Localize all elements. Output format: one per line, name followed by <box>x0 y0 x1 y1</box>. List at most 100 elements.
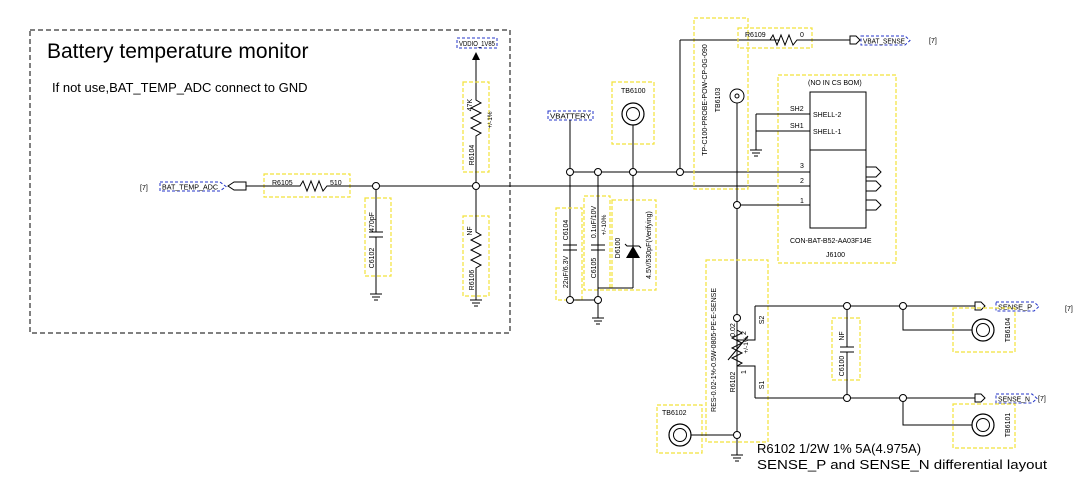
r6104-ref: R6104 <box>469 145 476 166</box>
vbat-sense-port-icon <box>849 35 861 45</box>
r6102-pin-s1: S1 <box>759 381 766 390</box>
sense-n-net-text: SENSE_N <box>998 397 1030 404</box>
r6106-ref: R6106 <box>469 270 476 291</box>
c6100-box <box>831 317 861 381</box>
r6106-value: NF <box>467 226 474 235</box>
junction-dot <box>566 168 574 176</box>
junction-dot <box>899 302 907 310</box>
junction-dot <box>899 394 907 402</box>
j6100-pin-sh2: SH2 <box>790 106 804 113</box>
ground-icon <box>591 317 605 325</box>
junction-dot <box>843 302 851 310</box>
j6100-box <box>777 74 897 264</box>
tb6100-ref: TB6100 <box>621 88 646 95</box>
r6102-box <box>705 259 769 443</box>
j6100-pin1-contact-icon <box>866 199 882 211</box>
tb6102-pad-icon <box>668 423 692 447</box>
j6100-pin2: 2 <box>800 178 804 185</box>
j6100-note: (NO IN CS BOM) <box>808 80 862 87</box>
r6102-tol: +/-1% <box>743 336 750 353</box>
r6102-pin-s2: S2 <box>759 316 766 325</box>
c6100-value: NF <box>839 331 846 340</box>
vbat-sense-net-text: VBAT_SENSE <box>863 39 905 46</box>
r6109-box <box>737 27 813 49</box>
tb6103-ref: TB6103 <box>715 88 722 113</box>
tb6104-pad-icon <box>971 318 995 342</box>
sense-n-net-label <box>995 393 1038 404</box>
r6106-resistor <box>469 185 483 300</box>
tb6103-box <box>693 17 749 190</box>
junction-dot <box>472 182 480 190</box>
sense-p-net-label <box>995 301 1040 312</box>
vbat-sense-net-label <box>860 35 911 46</box>
bat-temp-adc-net-text: BAT_TEMP_ADC <box>162 185 218 192</box>
r6104-value: 47K <box>467 98 474 111</box>
c6105-tol: +/-10% <box>601 214 608 235</box>
c6104-value: 22uF/6.3V <box>563 256 570 289</box>
j6100-pin3: 3 <box>800 163 804 170</box>
bat-temp-sheet-ref: [7] <box>140 185 148 192</box>
j6100-pin1: 1 <box>800 198 804 205</box>
r6105-ref: R6105 <box>272 180 293 187</box>
d6100-ref: D6100 <box>615 238 622 259</box>
tb6101-ref: TB6101 <box>1005 413 1012 438</box>
ground-icon <box>469 299 483 307</box>
vbattery-net-label <box>547 110 594 121</box>
r6102-resistor <box>730 329 744 367</box>
junction-dot <box>372 182 380 190</box>
temperature-monitor-block <box>29 29 511 334</box>
c6100-ref: C6100 <box>839 356 846 377</box>
tb6101-pad-icon <box>971 413 995 437</box>
r6102-value: 0.02 <box>730 323 737 337</box>
note-line-1: R6102 1/2W 1% 5A(4.975A) <box>757 441 921 456</box>
tb6101-box <box>952 403 1016 449</box>
junction-dot <box>629 168 637 176</box>
j6100-shell2: SHELL-2 <box>813 112 842 119</box>
junction-dot <box>733 314 741 322</box>
vddio-net-label <box>456 37 498 49</box>
c6105-ref: C6105 <box>591 258 598 279</box>
junction-dot <box>594 296 602 304</box>
tb6104-ref: TB6104 <box>1005 318 1012 343</box>
j6100-shell1: SHELL-1 <box>813 129 842 136</box>
r6102-ref: R6102 <box>730 372 737 393</box>
vddio-net-text: VDDIO_1V85 <box>459 41 495 48</box>
c6102-value: 470pF <box>369 212 376 232</box>
sense-p-sheet-ref: [7] <box>1065 306 1073 313</box>
c6104-ref: C6104 <box>563 220 570 241</box>
bat-temp-adc-net-label <box>159 181 227 192</box>
vddio-arrow <box>472 52 480 60</box>
c6105-box <box>583 195 611 291</box>
junction-dot <box>733 201 741 209</box>
sense-n-port-icon <box>974 393 986 403</box>
ground-icon <box>749 149 763 157</box>
r6109-ref: R6109 <box>745 32 766 39</box>
r6102-part: RES-0.02-1%-0.5W-0805-PE-E-SENSE <box>711 288 718 412</box>
junction-dot <box>594 168 602 176</box>
j6100-pin3-contact-icon <box>866 166 882 178</box>
vbattery-net-text: VBATTERY <box>550 114 591 121</box>
junction-dot <box>733 431 741 439</box>
block-title: Battery temperature monitor <box>47 40 308 63</box>
r6104-tol: +/-1% <box>487 111 494 128</box>
j6100-pin2-contact-icon <box>866 180 882 192</box>
note-line-2: SENSE_P and SENSE_N differential layout <box>757 457 1047 472</box>
ground-icon <box>730 454 744 462</box>
junction-dot <box>843 394 851 402</box>
ground-icon <box>369 293 383 301</box>
r6109-value: 0 <box>800 32 804 39</box>
j6100-connector-body <box>809 91 867 229</box>
tb6102-box <box>656 404 703 454</box>
r6102-pin2: 2 <box>741 331 748 335</box>
j6100-part: CON-BAT-B52-AA03F14E <box>790 238 872 245</box>
r6105-resistor <box>246 179 376 193</box>
d6100-diode-icon <box>626 246 640 258</box>
j6100-pin-sh1: SH1 <box>790 123 804 130</box>
r6105-value: 510 <box>330 180 342 187</box>
r6109-resistor <box>769 33 850 47</box>
tb6100-pad-icon <box>621 102 645 126</box>
c6102-box <box>364 197 392 277</box>
tb6103-probe-icon <box>729 88 745 104</box>
r6104-resistor <box>469 85 483 185</box>
